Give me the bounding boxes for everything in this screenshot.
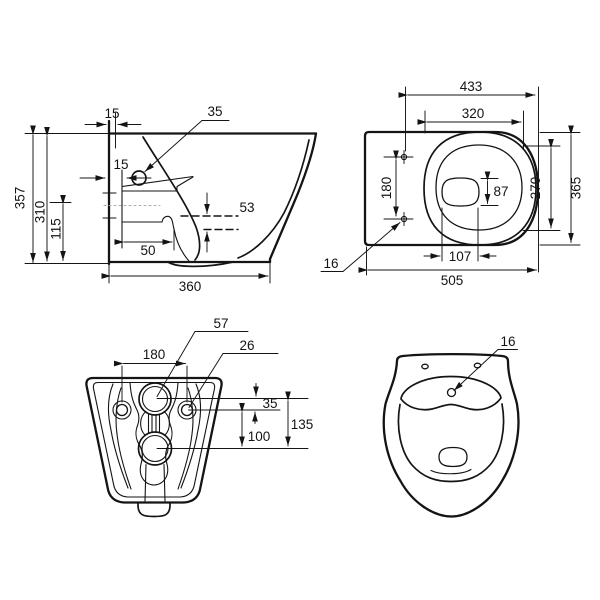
trap-weir — [161, 215, 190, 262]
dim-label-15-top: 15 — [104, 106, 119, 121]
dim-label-357: 357 — [13, 187, 28, 210]
rear-inner-contour — [92, 381, 216, 498]
dim-label-135: 135 — [291, 417, 314, 432]
dim-hole-spacing-180-rear: 180 — [114, 347, 188, 403]
dim-label-115: 115 — [49, 218, 64, 240]
dim-inlet-setback-15: 15 — [79, 157, 152, 181]
outer-profile — [268, 132, 318, 264]
dim-label-53: 53 — [239, 200, 254, 215]
dim-label-433: 433 — [460, 79, 483, 94]
dim-inlet-35: 35 — [144, 104, 230, 172]
dim-label-360: 360 — [179, 279, 202, 294]
dim-label-320: 320 — [462, 106, 485, 121]
top-view: 433 320 180 87 — [320, 79, 584, 288]
dim-seal-drop-53: 53 — [180, 192, 255, 253]
inlet-port-outer — [138, 382, 172, 416]
dim-rim-length-433: 433 — [398, 79, 539, 273]
inner-profile — [237, 139, 310, 259]
dim-rim-height-310: 310 — [33, 127, 50, 262]
rim-hole — [446, 387, 457, 398]
dim-bowl-length-270: 270 — [522, 139, 561, 231]
rim-band — [400, 375, 502, 411]
fixing-hole-left — [115, 403, 129, 417]
dim-label-180-rear: 180 — [143, 347, 166, 362]
right-wing — [180, 383, 201, 489]
rear-view-dimensions: 180 57 26 35 100 — [114, 316, 314, 449]
drain-opening — [441, 177, 480, 207]
trap-outlet-bump — [137, 501, 171, 518]
left-wing — [108, 383, 129, 489]
dim-inlet-depth-50: 50 — [114, 227, 175, 258]
dim-label-15-inner: 15 — [113, 157, 128, 172]
dim-height-357: 357 — [13, 125, 36, 263]
dim-depth-360: 360 — [101, 262, 271, 294]
drain-front — [438, 446, 468, 468]
side-view: 15 35 15 53 — [13, 104, 318, 294]
dim-label-100: 100 — [248, 429, 271, 444]
front-view-outline — [382, 352, 520, 518]
dim-rim-width-320: 320 — [417, 106, 524, 150]
dim-length-505: 505 — [358, 246, 537, 288]
dim-label-16-top: 16 — [323, 256, 338, 271]
dim-label-57: 57 — [213, 316, 228, 331]
dim-trap-height-115: 115 — [49, 195, 72, 261]
dim-holes-to-drain-100: 100 — [239, 403, 271, 447]
side-view-dimensions: 15 35 15 53 — [13, 104, 271, 294]
top-view-outline — [363, 130, 540, 247]
rim-outer — [423, 131, 537, 246]
inlet-spud — [121, 176, 194, 192]
front-view: 16 — [382, 334, 520, 518]
dim-label-16-front: 16 — [500, 334, 515, 349]
dim-rim-hole-16: 16 — [453, 334, 518, 391]
bowl-interior — [397, 403, 505, 483]
dim-label-365: 365 — [569, 177, 584, 200]
dim-width-365: 365 — [539, 125, 584, 246]
rear-view: 180 57 26 35 100 — [85, 316, 314, 518]
dim-label-270: 270 — [528, 177, 543, 200]
pan-plan-outline — [363, 130, 540, 247]
dim-inlet-to-holes-35: 35 — [252, 383, 278, 424]
dim-drain-height-87: 87 — [480, 171, 509, 206]
seat-hole-left — [421, 363, 429, 370]
dim-inlet-to-drain-135: 135 — [285, 391, 314, 447]
dim-label-35: 35 — [207, 104, 222, 119]
dim-fixing-hole-16-top: 16 — [320, 222, 401, 272]
rear-view-outline — [85, 376, 223, 518]
dim-label-310: 310 — [33, 201, 48, 224]
dim-label-26: 26 — [239, 338, 254, 353]
rim-inner — [435, 144, 523, 231]
dim-label-505: 505 — [441, 273, 464, 288]
central-recess — [129, 381, 179, 486]
dim-label-107: 107 — [449, 249, 472, 264]
side-view-outline — [24, 119, 318, 284]
inlet-port-inner — [141, 385, 169, 413]
rear-outline — [85, 376, 223, 504]
front-outline — [382, 352, 520, 518]
bowl-bottom-dip — [167, 261, 234, 268]
dim-label-50: 50 — [140, 243, 155, 258]
bowl-back-curve — [142, 136, 201, 261]
dim-hole-spacing-180: 180 — [379, 150, 414, 220]
top-view-dimensions: 433 320 180 87 — [320, 79, 584, 288]
dim-label-35-rear: 35 — [262, 396, 277, 411]
dim-wall-gap-15: 15 — [84, 106, 142, 149]
dim-drain-width-107: 107 — [423, 207, 497, 264]
dim-label-180-top: 180 — [379, 177, 394, 200]
dim-label-87: 87 — [493, 184, 508, 199]
dim-inlet-57: 57 — [156, 316, 249, 397]
